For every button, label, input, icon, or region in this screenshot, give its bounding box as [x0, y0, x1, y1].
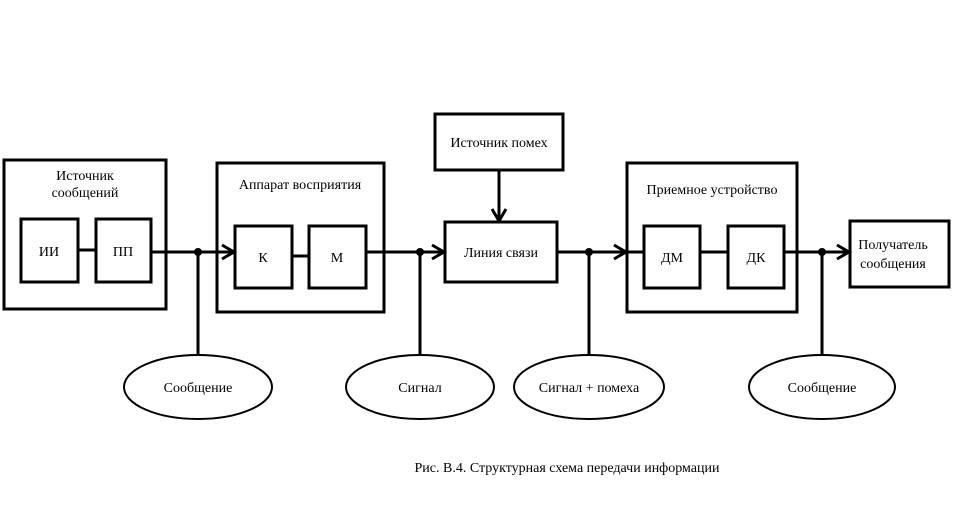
recipient-line2: сообщения — [860, 257, 926, 272]
dm-block: ДМ — [661, 251, 684, 266]
channel-label: Линия связи — [464, 246, 539, 261]
recipient-block: Получатель сообщения — [848, 219, 951, 289]
signal-label: Сигнал — [398, 381, 441, 396]
arrow-icon — [836, 243, 852, 261]
arrow-icon — [221, 243, 237, 261]
ii-block: ИИ — [39, 245, 59, 260]
receiver-title: Приемное устройство — [647, 183, 778, 198]
source-title-2: сообщений — [52, 186, 119, 201]
signal-label: Сообщение — [788, 381, 857, 396]
noise-source-label: Источник помех — [450, 136, 547, 151]
signal-tap-1: Сообщение — [123, 248, 273, 420]
signal-tap-2: Сигнал — [345, 248, 495, 420]
source-title-1: Источник — [56, 169, 114, 184]
signal-tap-4: Сообщение — [748, 248, 896, 420]
signal-tap-3: Сигнал + помеха — [513, 248, 665, 420]
k-block: К — [258, 251, 268, 266]
message-source-block: Источник сообщений ИИ ПП — [2, 158, 168, 311]
receiver-block: Приемное устройство ДМ ДК — [625, 161, 799, 314]
pp-block: ПП — [113, 245, 133, 260]
recipient-line1: Получатель — [858, 238, 928, 253]
arrow-icon — [613, 243, 629, 261]
m-block: М — [331, 251, 344, 266]
figure-caption: Рис. В.4. Структурная схема передачи инф… — [415, 461, 721, 476]
dk-block: ДК — [747, 251, 767, 266]
perception-apparatus-block: Аппарат восприятия К М — [215, 161, 386, 314]
signal-label: Сигнал + помеха — [539, 381, 640, 396]
noise-source-block: Источник помех — [433, 112, 565, 172]
perception-title: Аппарат восприятия — [239, 178, 362, 193]
signal-label: Сообщение — [164, 381, 233, 396]
arrow-icon — [431, 243, 447, 261]
channel-block: Линия связи — [443, 220, 559, 284]
